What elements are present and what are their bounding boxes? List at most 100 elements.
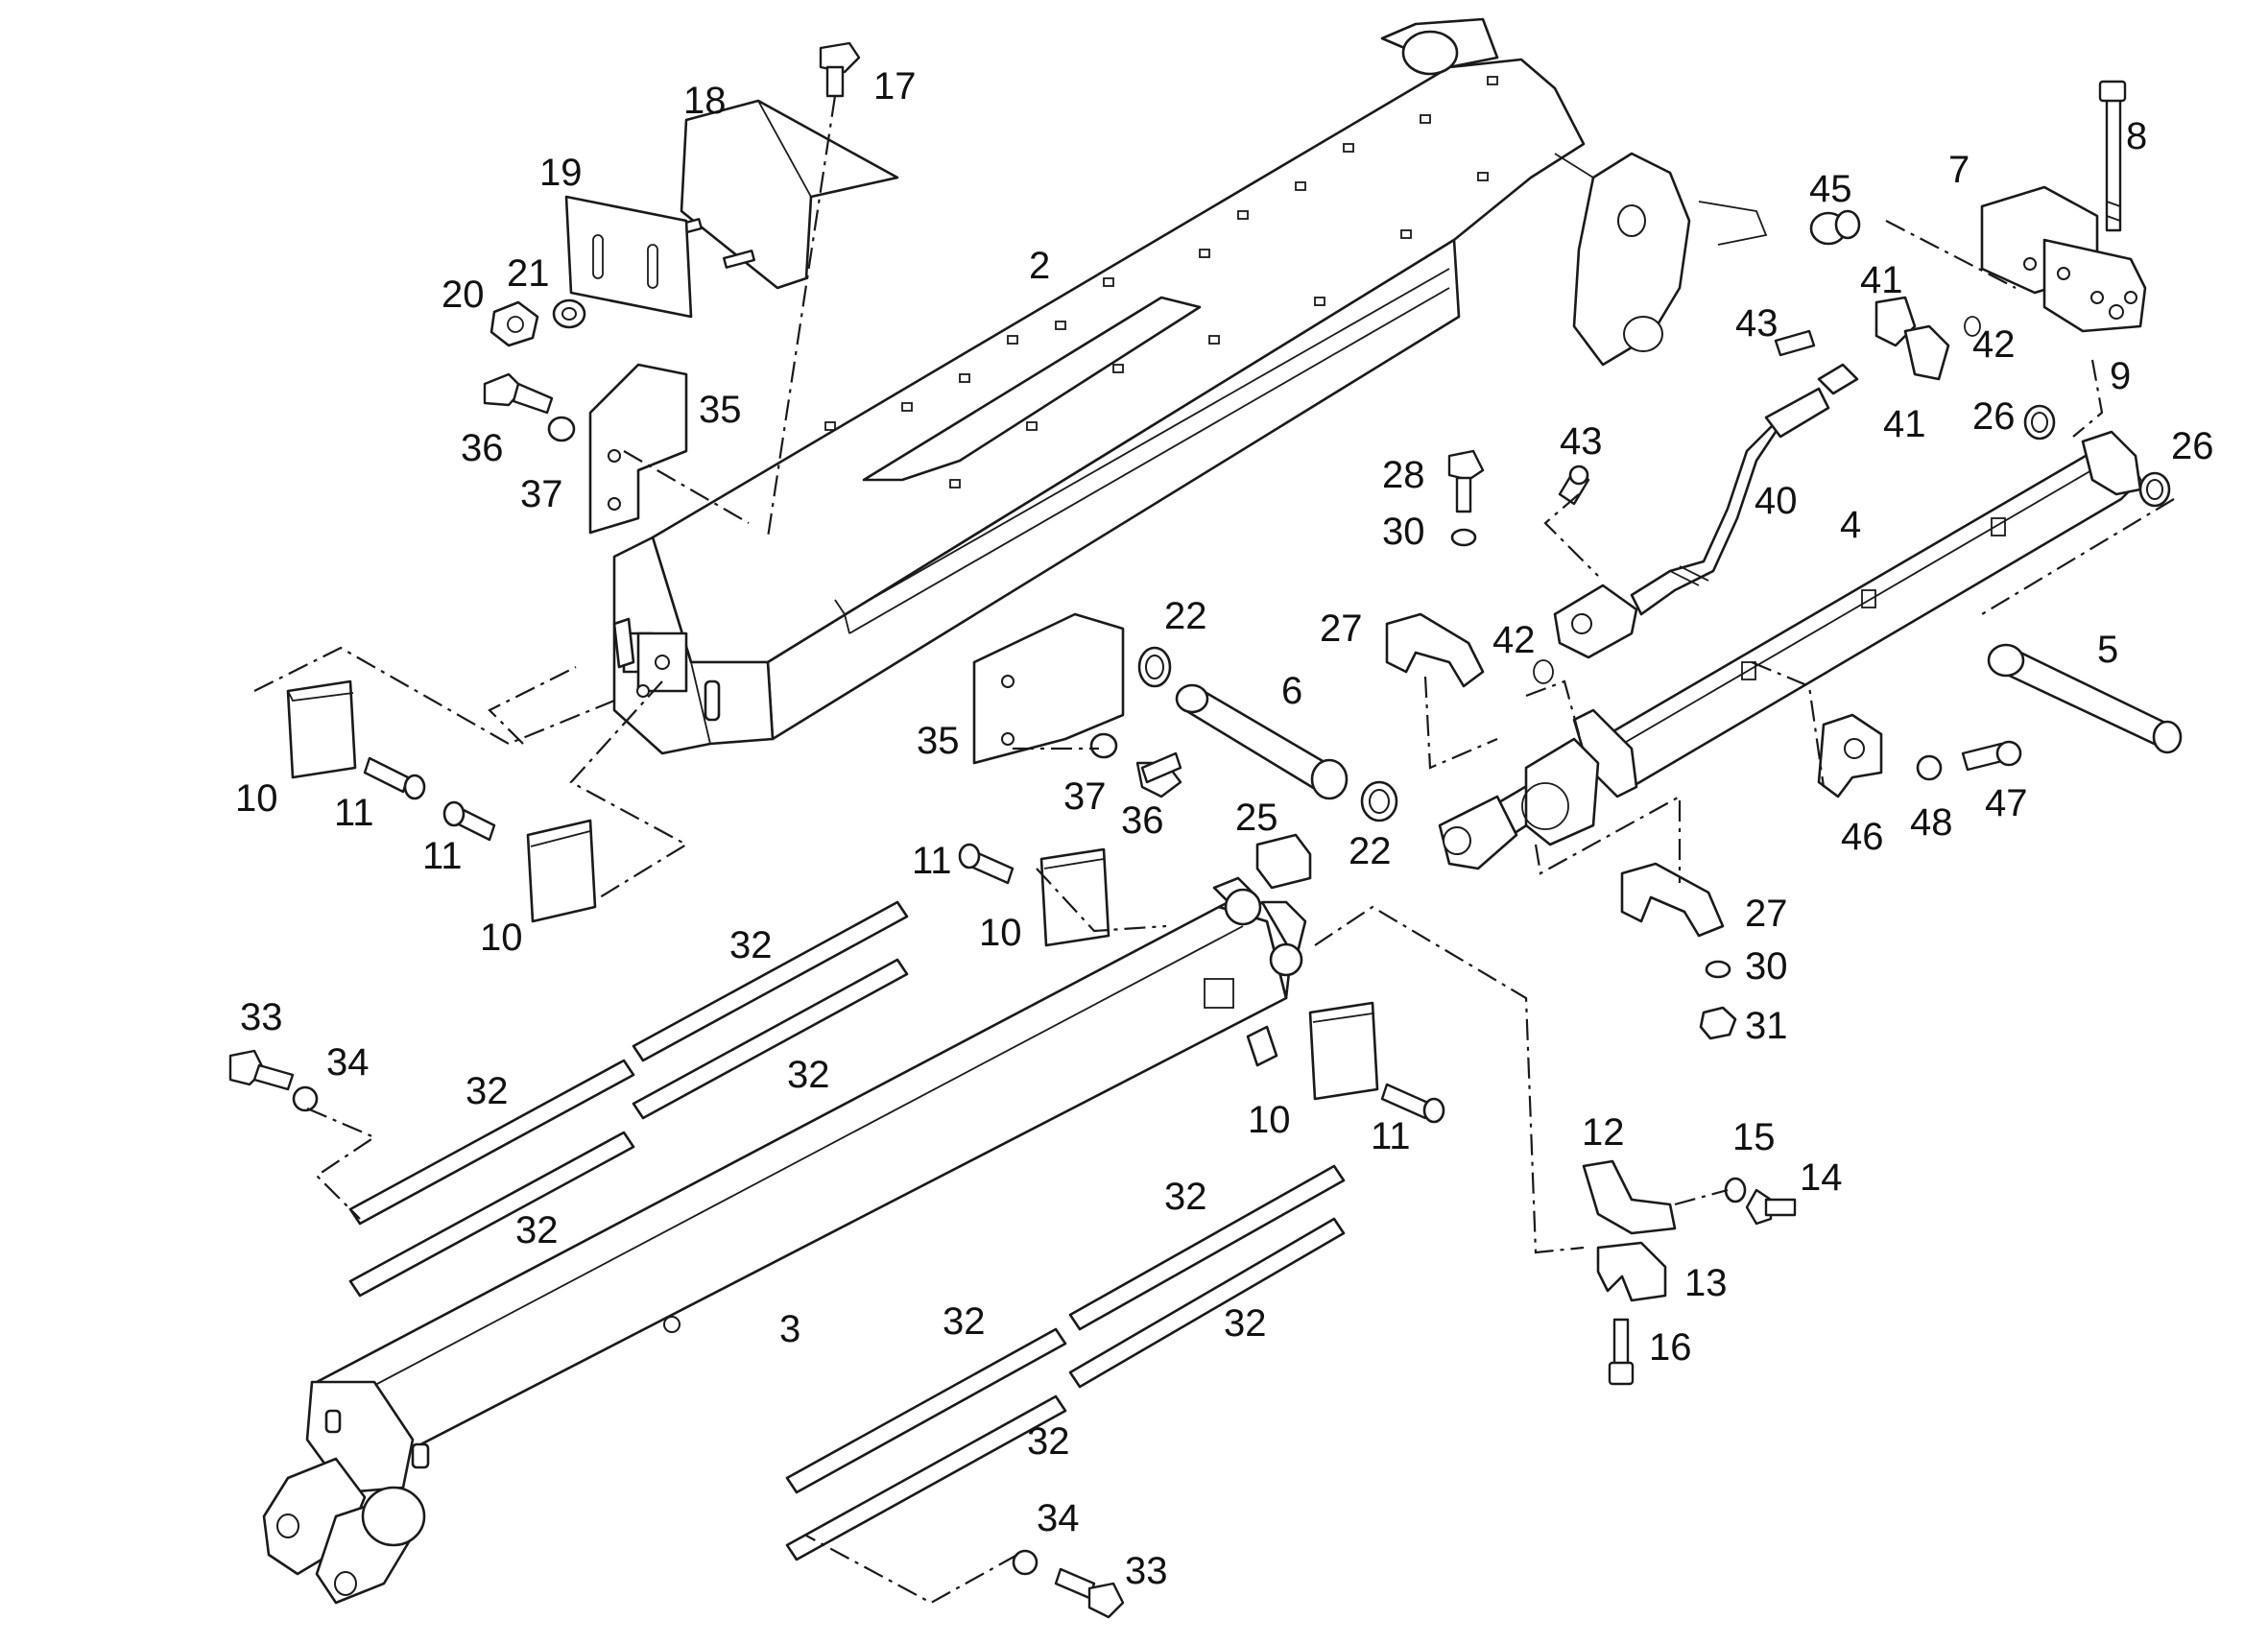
bolt-part-36-b bbox=[1135, 751, 1182, 798]
washer-part-30-a bbox=[1450, 528, 1477, 547]
callout-43b: 43 bbox=[1560, 420, 1603, 463]
callout-45: 45 bbox=[1809, 168, 1852, 210]
callout-32h: 32 bbox=[1027, 1420, 1070, 1463]
plug-part-45 bbox=[1809, 209, 1861, 246]
bracket-part-18 bbox=[670, 99, 899, 290]
callout-9: 9 bbox=[2110, 355, 2131, 397]
clamp-part-27-b bbox=[1620, 862, 1725, 938]
block-part-25 bbox=[1255, 833, 1312, 890]
main-boom-part-2 bbox=[612, 17, 1768, 755]
callout-2: 2 bbox=[1029, 245, 1050, 287]
callout-34a: 34 bbox=[326, 1041, 370, 1084]
callout-36a: 36 bbox=[461, 427, 504, 469]
callout-31: 31 bbox=[1745, 1005, 1788, 1047]
callout-20: 20 bbox=[442, 274, 485, 316]
bolt-part-11-b bbox=[442, 800, 496, 842]
nut-part-31 bbox=[1699, 1006, 1737, 1040]
callout-41a: 41 bbox=[1860, 259, 1903, 301]
washer-part-15 bbox=[1724, 1177, 1747, 1203]
bolt-part-43-b bbox=[1558, 465, 1590, 506]
callout-3: 3 bbox=[779, 1308, 800, 1350]
bolt-part-8 bbox=[2098, 80, 2127, 232]
callout-32d: 32 bbox=[515, 1209, 559, 1251]
washer-part-21 bbox=[552, 298, 586, 329]
callout-32c: 32 bbox=[787, 1054, 830, 1096]
bolt-part-17 bbox=[819, 41, 861, 98]
bolt-part-47 bbox=[1961, 740, 2022, 772]
callout-32f: 32 bbox=[1224, 1302, 1267, 1345]
clamp-part-13 bbox=[1596, 1241, 1667, 1302]
callout-25: 25 bbox=[1235, 797, 1278, 839]
callout-42a: 42 bbox=[1972, 323, 2016, 366]
nut-part-20 bbox=[489, 300, 539, 347]
wear-pad-part-10-a bbox=[286, 679, 357, 779]
clamp-part-46 bbox=[1817, 713, 1883, 798]
callout-32b: 32 bbox=[466, 1070, 509, 1112]
callout-35b: 35 bbox=[917, 720, 960, 762]
circlip-part-22-b bbox=[1360, 780, 1398, 822]
callout-11c: 11 bbox=[912, 840, 952, 882]
bracket-part-35-b bbox=[972, 612, 1125, 765]
callout-43a: 43 bbox=[1735, 302, 1779, 345]
bolt-part-28 bbox=[1447, 449, 1485, 513]
plate-part-19 bbox=[564, 195, 693, 319]
bracket-part-35-a bbox=[588, 363, 688, 535]
callout-32a: 32 bbox=[729, 924, 773, 966]
valve-block-part-7 bbox=[1980, 185, 2147, 333]
callout-48: 48 bbox=[1910, 801, 1953, 844]
callout-26b: 26 bbox=[2171, 425, 2214, 467]
callout-11d: 11 bbox=[1371, 1115, 1411, 1157]
pin-part-6 bbox=[1175, 683, 1349, 800]
ring-part-26-a bbox=[2023, 404, 2056, 441]
callout-32g: 32 bbox=[943, 1300, 986, 1343]
callout-46: 46 bbox=[1841, 816, 1884, 858]
callout-27a: 27 bbox=[1320, 608, 1363, 650]
bolt-part-43-a bbox=[1774, 329, 1816, 357]
wear-strips-part-32 bbox=[348, 900, 1346, 1561]
washer-part-37-b bbox=[1089, 732, 1118, 759]
callout-30a: 30 bbox=[1382, 511, 1425, 553]
bolt-part-33-a bbox=[228, 1049, 295, 1091]
washer-part-34-b bbox=[1012, 1549, 1039, 1576]
circlip-part-22-a bbox=[1137, 646, 1172, 688]
callout-7: 7 bbox=[1948, 149, 1970, 191]
bolt-part-36-a bbox=[483, 372, 554, 415]
callout-10d: 10 bbox=[1248, 1099, 1291, 1141]
bracket-part-12 bbox=[1582, 1159, 1677, 1235]
wear-pad-part-10-c bbox=[1039, 847, 1110, 947]
pin-part-5 bbox=[1987, 643, 2183, 754]
washer-part-37-a bbox=[547, 416, 576, 442]
callout-28: 28 bbox=[1382, 454, 1425, 496]
callout-12: 12 bbox=[1582, 1111, 1625, 1154]
wear-pad-part-10-b bbox=[526, 819, 597, 923]
callout-37a: 37 bbox=[520, 473, 563, 515]
bolt-part-14 bbox=[1745, 1188, 1797, 1226]
callout-30b: 30 bbox=[1745, 945, 1788, 988]
washer-part-48 bbox=[1916, 754, 1943, 781]
callout-10a: 10 bbox=[235, 777, 278, 820]
callout-11a: 11 bbox=[334, 792, 374, 834]
callout-33a: 33 bbox=[240, 996, 283, 1038]
callout-5: 5 bbox=[2097, 629, 2118, 671]
bolt-part-11-a bbox=[363, 756, 426, 800]
bolt-part-16 bbox=[1608, 1318, 1635, 1386]
callout-6: 6 bbox=[1281, 670, 1302, 712]
callout-33b: 33 bbox=[1125, 1550, 1168, 1592]
callout-34b: 34 bbox=[1037, 1497, 1080, 1539]
clamp-part-27-a bbox=[1385, 612, 1485, 688]
callout-27b: 27 bbox=[1745, 893, 1788, 935]
callout-17: 17 bbox=[873, 65, 917, 107]
clamp-part-41-b bbox=[1903, 324, 1950, 381]
callout-22a: 22 bbox=[1164, 595, 1207, 637]
wear-pad-part-10-d bbox=[1308, 1001, 1379, 1101]
callout-4: 4 bbox=[1840, 504, 1861, 546]
ring-part-26-b bbox=[2138, 471, 2171, 508]
callout-10b: 10 bbox=[480, 917, 523, 959]
callout-35a: 35 bbox=[699, 389, 742, 431]
callout-22b: 22 bbox=[1349, 830, 1392, 872]
oring-part-42-a bbox=[1964, 316, 1981, 337]
callout-16: 16 bbox=[1649, 1326, 1692, 1369]
callout-18: 18 bbox=[683, 80, 727, 122]
bolt-part-11-c bbox=[958, 843, 1015, 885]
